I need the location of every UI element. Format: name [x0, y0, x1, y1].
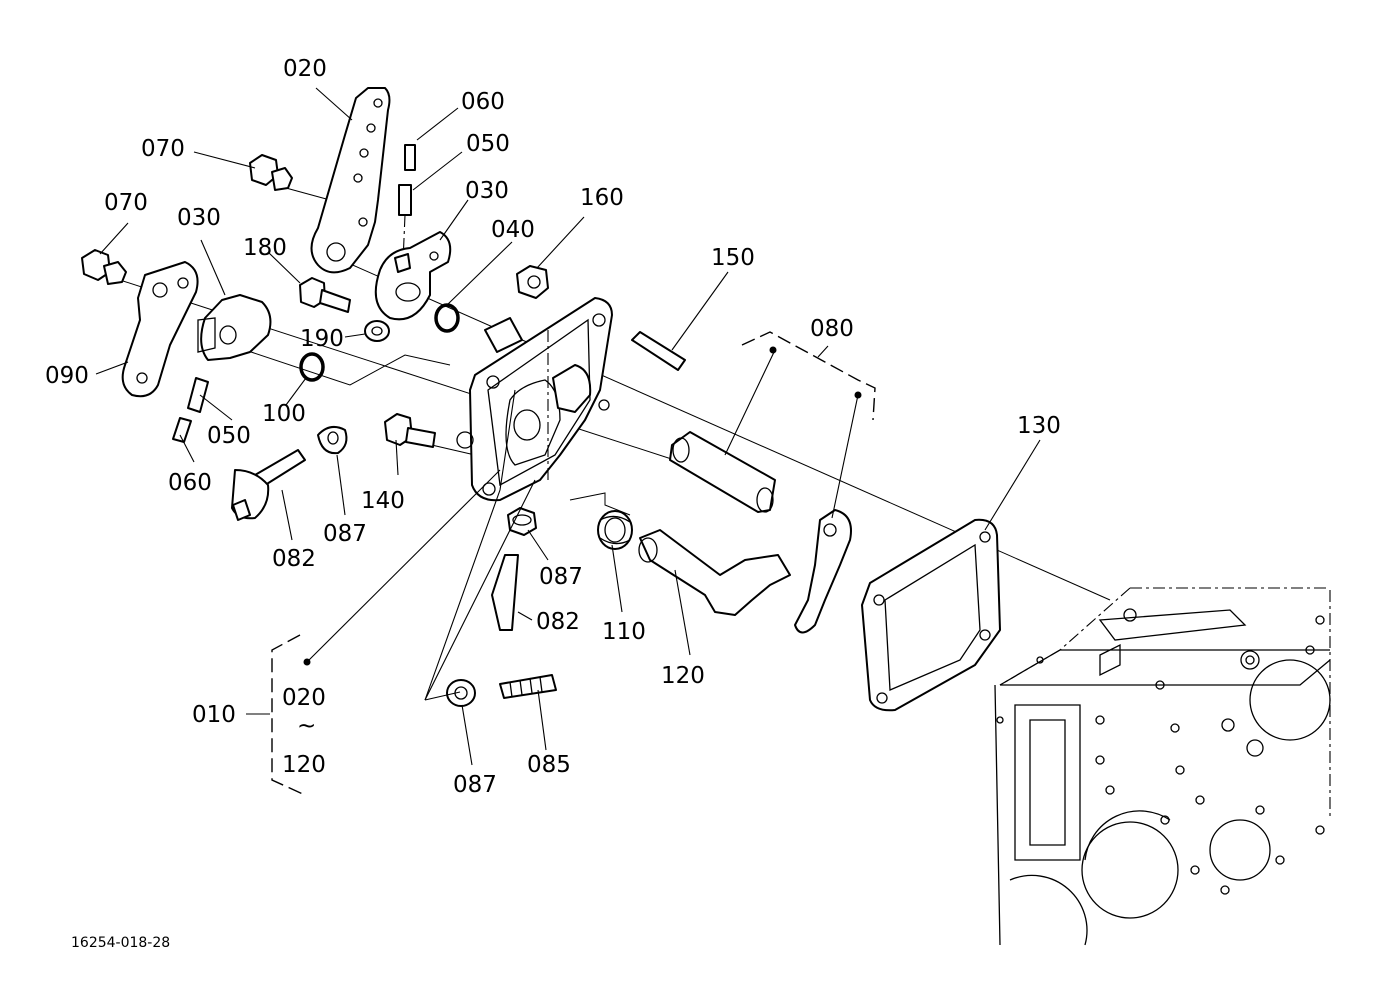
part-070-nut-top — [249, 154, 293, 191]
part-040-oring — [434, 303, 460, 333]
engine-block-housing — [994, 587, 1331, 946]
part-087-nut-mid — [507, 507, 537, 536]
callout-087-bottom: 087 — [453, 772, 497, 798]
callout-070-top: 070 — [141, 136, 185, 162]
part-060-pin-top — [404, 144, 416, 171]
part-180-bolt — [299, 277, 351, 313]
part-080-fork — [794, 509, 852, 634]
bracket-080 — [741, 331, 876, 421]
part-governor-cover-plate — [456, 297, 613, 502]
part-110-spring — [597, 510, 633, 550]
callout-060-bottom: 060 — [168, 470, 212, 496]
callout-030-left: 030 — [177, 205, 221, 231]
callout-100: 100 — [262, 401, 306, 427]
callout-082-left: 082 — [272, 546, 316, 572]
range-tilde: ~ — [297, 713, 316, 739]
callout-060-top: 060 — [461, 89, 505, 115]
part-082-screw-mid — [491, 554, 519, 631]
callout-040: 040 — [491, 217, 535, 243]
callout-130: 130 — [1017, 413, 1061, 439]
callout-140: 140 — [361, 488, 405, 514]
callout-labels: 020 060 050 070 030 070 030 040 160 180 … — [45, 56, 1061, 951]
part-087-nut-bottom — [446, 679, 476, 707]
callout-180: 180 — [243, 235, 287, 261]
part-080-shaft — [669, 431, 776, 513]
part-130-gasket — [861, 518, 1001, 712]
callout-110: 110 — [602, 619, 646, 645]
callout-010: 010 — [192, 702, 236, 728]
range-to-120: 120 — [282, 752, 326, 778]
callout-120: 120 — [661, 663, 705, 689]
part-070-nut-left — [81, 249, 127, 285]
callout-087-left: 087 — [323, 521, 367, 547]
part-190-washer — [364, 320, 390, 342]
callout-087-mid: 087 — [539, 564, 583, 590]
part-150-stud — [631, 331, 686, 371]
part-085-screw — [499, 674, 557, 699]
drawing-code: 16254-018-28 — [71, 935, 170, 951]
part-120-lever-shaft — [638, 529, 791, 616]
callout-070-left: 070 — [104, 190, 148, 216]
part-030-arm-top — [374, 231, 452, 321]
callout-082-mid: 082 — [536, 609, 580, 635]
part-087-nut-left — [317, 425, 348, 455]
part-100-oring — [299, 352, 325, 382]
callout-150: 150 — [711, 245, 755, 271]
part-082-screw-left — [231, 449, 306, 521]
callout-160: 160 — [580, 185, 624, 211]
callout-080: 080 — [810, 316, 854, 342]
leader-lines — [95, 87, 1041, 766]
part-050-pin-bottom — [187, 377, 209, 413]
callout-190: 190 — [300, 326, 344, 352]
callout-020-top: 020 — [283, 56, 327, 82]
callout-085: 085 — [527, 752, 571, 778]
callout-050-bottom: 050 — [207, 423, 251, 449]
callout-050-top: 050 — [466, 131, 510, 157]
part-020-lever — [310, 87, 391, 274]
part-140-bolt — [384, 413, 436, 448]
callout-090: 090 — [45, 363, 89, 389]
callout-030-top: 030 — [465, 178, 509, 204]
part-090-lever — [121, 261, 199, 398]
part-030-arm-left — [197, 294, 272, 361]
bracket-010 — [271, 634, 311, 796]
range-from-020: 020 — [282, 685, 326, 711]
part-160-nut — [516, 265, 549, 299]
